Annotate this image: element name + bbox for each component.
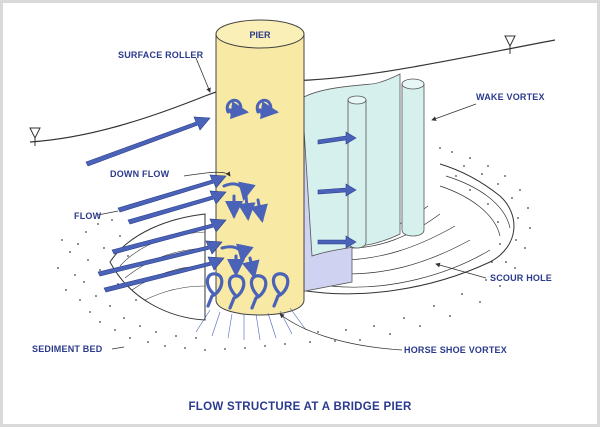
scour-hole-label: SCOUR HOLE [490,273,552,283]
pier-cylinder [215,19,305,316]
water-level-marker-left [29,127,41,146]
wake-vortex-label: WAKE VORTEX [476,92,545,102]
surface-roller-vortices [225,98,279,120]
diagram-title: FLOW STRUCTURE AT A BRIDGE PIER [188,401,412,413]
horse-shoe-vortex-label: HORSE SHOE VORTEX [404,345,507,355]
flow-label: FLOW [74,211,102,221]
sediment-bed-label: SEDIMENT BED [32,344,103,354]
wake-flow-arrows [317,131,357,249]
scour-hole-outline-left [109,213,206,321]
incoming-flow-arrows [85,116,227,293]
wake-vortex-tube-2 [401,78,425,237]
water-level-marker-right [504,35,516,54]
pier-label: PIER [249,30,271,40]
down-flow-arrows [220,181,268,279]
scour-hole-outline-right [299,163,515,295]
horse-shoe-vortex-loops [205,272,290,310]
label-leader-lines [97,57,487,351]
wake-vortex-tube-1 [347,95,367,249]
down-flow-label: DOWN FLOW [110,169,170,179]
surface-roller-label: SURFACE ROLLER [118,50,204,60]
